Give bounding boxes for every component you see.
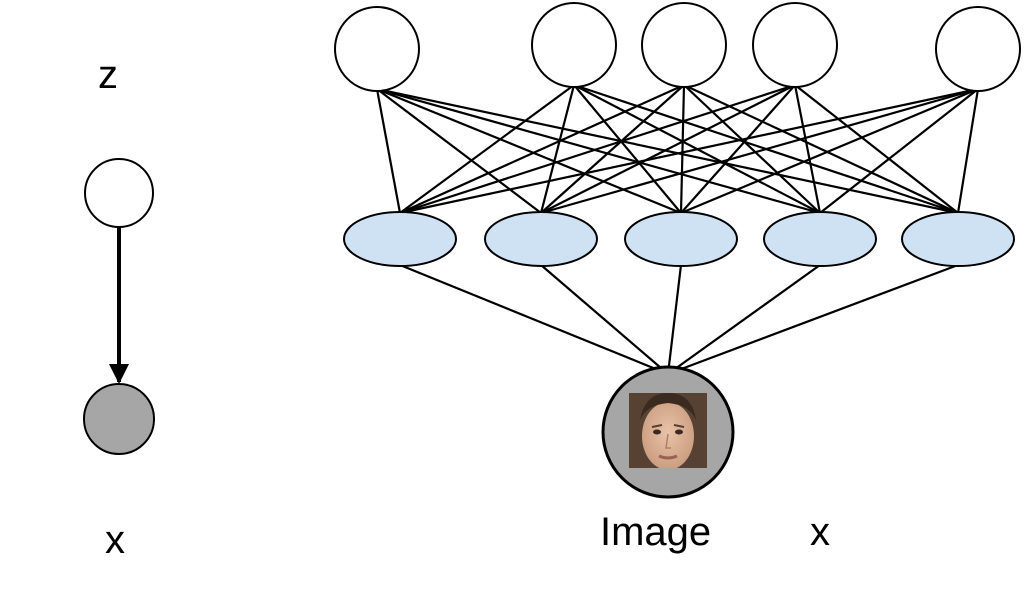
edges-hidden-to-output bbox=[399, 263, 959, 376]
hidden-node-2 bbox=[484, 211, 598, 267]
edge-top-5-hidden-4 bbox=[819, 88, 979, 214]
neural-network bbox=[334, 2, 1021, 499]
hidden-layer bbox=[343, 211, 1015, 267]
edge-top-1-hidden-3 bbox=[376, 87, 682, 215]
edge-top-5-hidden-1 bbox=[399, 87, 979, 215]
edge-top-4-hidden-2 bbox=[540, 84, 796, 214]
edge-top-1-hidden-4 bbox=[376, 87, 821, 215]
edge-top-5-hidden-2 bbox=[540, 87, 979, 215]
edge-top-2-hidden-1 bbox=[399, 84, 575, 214]
hidden-node-5 bbox=[901, 211, 1015, 267]
edge-top-5-hidden-5 bbox=[956, 88, 980, 214]
edge-top-5-hidden-3 bbox=[680, 87, 979, 215]
edge-top-3-hidden-3 bbox=[679, 84, 686, 214]
top-layer bbox=[334, 2, 1021, 92]
top-node-5 bbox=[935, 6, 1021, 92]
edge-top-3-hidden-2 bbox=[540, 84, 685, 214]
edge-top-1-hidden-2 bbox=[376, 88, 542, 214]
face-image bbox=[629, 393, 707, 468]
hidden-node-3 bbox=[624, 211, 738, 267]
top-node-2 bbox=[531, 2, 617, 88]
graphical-model bbox=[83, 158, 155, 455]
label-image: Image bbox=[600, 510, 712, 554]
edge-top-1-hidden-1 bbox=[375, 88, 402, 214]
top-node-4 bbox=[752, 2, 838, 88]
output-node-image bbox=[601, 365, 735, 499]
edge-top-2-hidden-3 bbox=[573, 84, 682, 214]
observed-node-x bbox=[83, 383, 155, 455]
edge-hidden-4-output bbox=[667, 264, 821, 375]
edge-hidden-3-output bbox=[666, 264, 683, 375]
top-node-1 bbox=[334, 6, 420, 92]
latent-node-z bbox=[84, 158, 154, 228]
edge-top-4-hidden-5 bbox=[794, 84, 959, 214]
label-x-right: x bbox=[810, 510, 830, 554]
label-z: z bbox=[98, 53, 118, 97]
hidden-node-4 bbox=[763, 211, 877, 267]
top-node-3 bbox=[641, 2, 727, 88]
edge-top-4-hidden-4 bbox=[793, 84, 822, 214]
edge-top-3-hidden-1 bbox=[399, 83, 685, 215]
edges-top-to-hidden bbox=[375, 83, 980, 215]
edge-hidden-5-output bbox=[667, 263, 959, 376]
label-x-left: x bbox=[105, 518, 125, 562]
edge-top-3-hidden-4 bbox=[683, 84, 821, 214]
edge-top-4-hidden-3 bbox=[680, 84, 796, 214]
edge-top-1-hidden-5 bbox=[376, 87, 959, 215]
hidden-node-1 bbox=[343, 211, 457, 267]
edge-hidden-1-output bbox=[399, 263, 669, 376]
edge-top-2-hidden-2 bbox=[539, 84, 576, 214]
edge-hidden-2-output bbox=[540, 264, 669, 375]
edge-top-4-hidden-1 bbox=[399, 83, 796, 215]
